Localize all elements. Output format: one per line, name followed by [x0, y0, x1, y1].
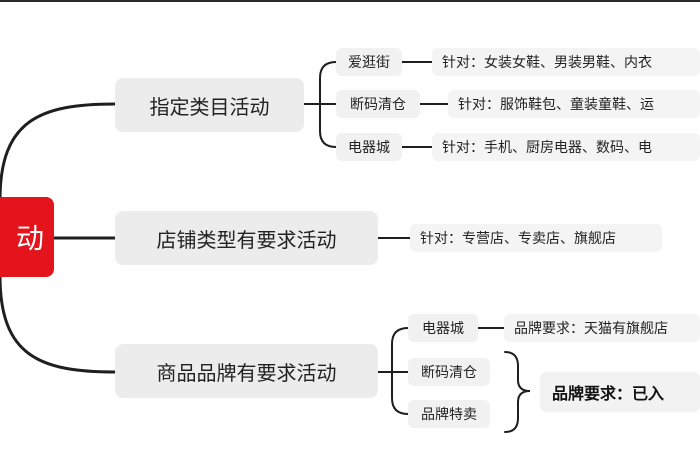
branch-node: 指定类目活动 — [115, 78, 304, 132]
sub-node: 断码清仓 — [336, 90, 420, 118]
sub-node: 电器城 — [336, 133, 402, 161]
sub-label: 电器城 — [348, 140, 390, 156]
detail-text: 针对：手机、厨房电器、数码、电 — [442, 140, 652, 156]
top-border — [0, 0, 700, 2]
branch-label: 指定类目活动 — [149, 94, 270, 119]
sub-node: 断码清仓 — [408, 358, 490, 386]
detail-node: 针对：专营店、专卖店、旗舰店 — [410, 224, 662, 252]
sub-node: 爱逛街 — [336, 48, 402, 76]
detail-node: 针对：手机、厨房电器、数码、电 — [432, 133, 700, 161]
detail-node: 针对：女装女鞋、男装男鞋、内衣 — [432, 48, 700, 76]
link-root-branch-3 — [0, 274, 117, 374]
link-branch-1-child-3 — [319, 103, 337, 148]
branch-node: 商品品牌有要求活动 — [115, 344, 378, 398]
sub-label: 爱逛街 — [348, 55, 390, 71]
sub-node: 品牌特卖 — [408, 400, 490, 428]
link-root-branch-1 — [0, 102, 117, 202]
sub-label: 断码清仓 — [421, 365, 477, 381]
sub-label: 品牌特卖 — [421, 407, 477, 423]
detail-text: 针对：服饰鞋包、童装童鞋、运 — [458, 97, 654, 113]
link-branch-1-child-1 — [319, 61, 337, 105]
root-label: 动 — [15, 222, 44, 255]
link-branch-3-child-3 — [391, 371, 409, 415]
group-detail-text: 品牌要求：已入 — [552, 384, 665, 403]
branch-label: 商品品牌有要求活动 — [156, 360, 337, 385]
group-detail-node: 品牌要求：已入 — [540, 372, 700, 412]
detail-text: 品牌要求：天猫有旗舰店 — [514, 321, 668, 337]
sub-label: 电器城 — [422, 321, 464, 337]
detail-node: 品牌要求：天猫有旗舰店 — [504, 314, 700, 342]
branch-label: 店铺类型有要求活动 — [156, 227, 337, 252]
detail-text: 针对：女装女鞋、男装男鞋、内衣 — [442, 55, 652, 71]
sub-node: 电器城 — [408, 314, 478, 342]
sub-label: 断码清仓 — [350, 97, 406, 113]
root-node: 动 — [0, 197, 54, 277]
link-branch-3-child-1 — [391, 327, 409, 373]
detail-text: 针对：专营店、专卖店、旗舰店 — [420, 231, 616, 247]
branch-node: 店铺类型有要求活动 — [115, 211, 378, 265]
detail-node: 针对：服饰鞋包、童装童鞋、运 — [448, 90, 700, 118]
group-brace — [504, 351, 531, 433]
